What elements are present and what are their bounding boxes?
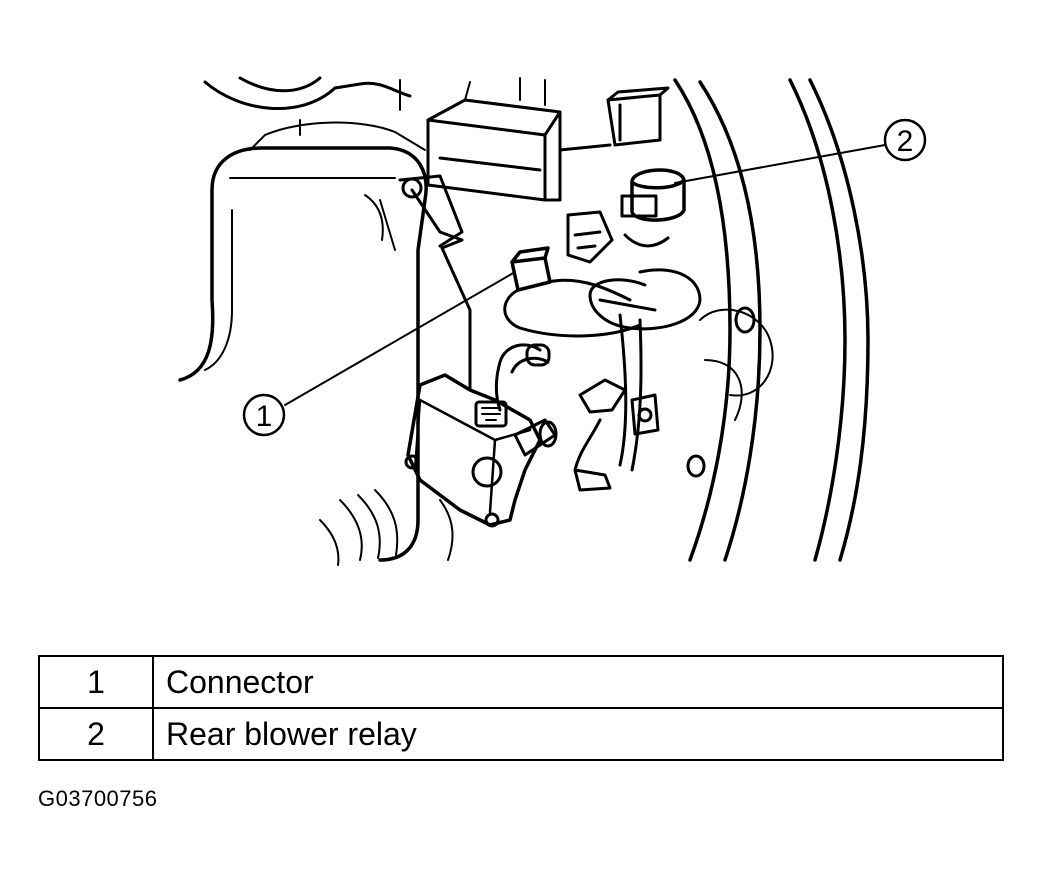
body-panel-inner <box>699 308 774 421</box>
relay-bracket <box>606 86 670 147</box>
grommet-hole <box>637 407 653 423</box>
body-panel-outline <box>673 78 870 562</box>
linkage-pivot <box>401 177 423 199</box>
lower-clip <box>573 378 627 492</box>
duct-lower-ribs <box>319 489 454 566</box>
component-location-drawing: 1 2 <box>178 76 927 566</box>
relay-mount-clip <box>623 233 670 248</box>
legend-number: 1 <box>38 655 154 709</box>
relay-terminal-block <box>620 194 658 218</box>
duct-housing-inner <box>204 177 396 371</box>
panel-hole-lower <box>686 454 706 478</box>
figure-id: G03700756 <box>38 786 158 811</box>
callout-1-leader <box>284 271 516 406</box>
connector-wire <box>503 278 642 338</box>
legend-table: 1 Connector 2 Rear blower relay <box>38 655 1004 761</box>
actuator-terminal <box>474 400 508 428</box>
wire-branch <box>494 343 550 412</box>
linkage-rod <box>410 188 472 392</box>
upper-duct-outline <box>203 76 412 111</box>
actuator-mount-hole-1 <box>404 454 420 470</box>
center-box-outline <box>426 98 612 202</box>
linkage-arm <box>398 174 464 248</box>
actuator-face <box>413 398 532 514</box>
actuator-gear-housing <box>513 418 557 457</box>
legend-number: 2 <box>38 707 154 761</box>
duct-housing-outline <box>178 146 428 562</box>
legend-part-name: Rear blower relay <box>152 707 1004 761</box>
actuator-gear-cap <box>538 420 558 448</box>
actuator-terminal-pins <box>481 407 501 421</box>
callout-1-number: 1 <box>256 400 273 433</box>
actuator-housing <box>406 373 542 527</box>
callout-1-circle <box>242 393 286 437</box>
wire-harness <box>588 268 702 472</box>
panel-hole-upper <box>734 306 756 334</box>
callout-2-leader <box>674 144 886 184</box>
wire-sleeve <box>525 343 551 367</box>
duct-flange-lines <box>249 119 426 151</box>
box-top-lines <box>399 77 546 111</box>
legend-part-name: Connector <box>152 655 1004 709</box>
actuator-mount-hole-2 <box>484 512 500 528</box>
actuator-output-shaft <box>471 456 503 488</box>
harness-clip <box>566 210 614 264</box>
connector-body <box>510 246 552 292</box>
callout-2-circle <box>883 118 927 162</box>
grommet <box>630 393 660 436</box>
legend-row: 2 Rear blower relay <box>38 707 1004 761</box>
callout-2-number: 2 <box>897 125 914 158</box>
legend-row: 1 Connector <box>38 655 1004 709</box>
